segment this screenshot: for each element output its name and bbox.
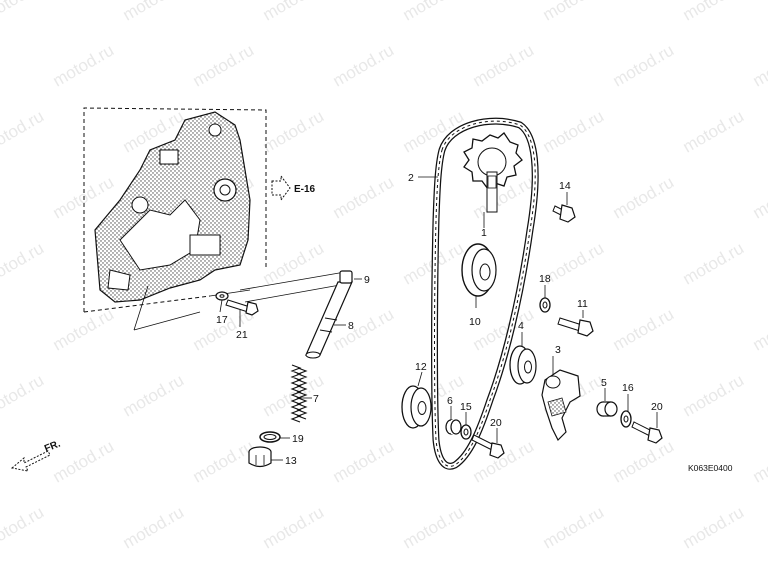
callout-17: 17 [216,314,228,326]
callout-20b: 20 [651,401,663,413]
roller-12 [401,385,432,429]
tensioner-rod-8 [305,281,353,359]
callout-16: 16 [622,382,634,394]
callout-19: 19 [292,433,304,445]
callout-4: 4 [518,320,524,332]
callout-13: 13 [285,455,297,467]
roller-4 [509,345,537,385]
callout-6: 6 [447,395,453,407]
callout-8: 8 [348,320,354,332]
callout-21: 21 [236,329,248,341]
callout-20a: 20 [490,417,502,429]
washer-18 [539,297,551,313]
callout-2: 2 [408,172,414,184]
figure-code: K063E0400 [688,463,733,473]
callout-14: 14 [559,180,571,192]
spring-7 [290,364,308,423]
washer-16 [620,410,632,428]
callout-11: 11 [577,298,588,310]
bolt-20-left [471,434,505,459]
roller-10 [461,243,497,297]
collar-5 [596,401,618,417]
callout-18: 18 [539,273,551,285]
crankcase-assembly [83,107,267,313]
sealing-bolt-13 [248,446,272,468]
leader-lines [133,271,346,331]
bolt-21 [225,299,259,316]
bolt-11 [557,317,594,337]
callout-7: 7 [313,393,319,405]
washer-17 [215,291,229,301]
callout-9: 9 [364,274,370,286]
callout-10: 10 [469,316,481,328]
front-marker: FR. [10,438,62,472]
collar-6 [445,419,462,435]
reference-arrow[interactable]: E-16 [271,174,316,202]
bolt-14 [552,204,576,223]
callout-15: 15 [460,401,472,413]
cam-sprocket-1 [463,132,523,213]
callout-numbers: 1 2 3 4 5 6 7 8 9 10 11 12 13 14 15 16 1… [216,172,663,467]
cap-9 [339,270,353,284]
callout-12: 12 [415,361,427,373]
callout-5: 5 [601,377,607,389]
callout-leaders [271,176,658,461]
front-marker-label: FR. [43,438,62,454]
cam-chain-2 [431,117,539,470]
washer-15 [460,424,472,440]
callout-3: 3 [555,344,561,356]
bolt-20-right [631,421,663,444]
callout-1: 1 [481,227,487,239]
reference-label: E-16 [294,184,316,195]
o-ring-19 [259,431,281,443]
tensioner-arm-3 [541,369,581,442]
